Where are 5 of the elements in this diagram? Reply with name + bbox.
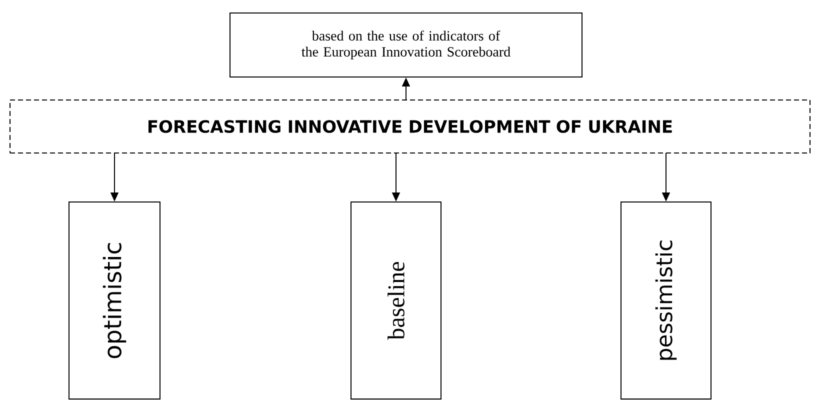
- scenario-box: pessimistic: [620, 202, 712, 400]
- scenario-box: optimistic: [68, 202, 160, 400]
- scope-box: based on the use of indicators of the European Innovation Scoreboard: [230, 12, 582, 78]
- dashed-band: FORECASTING INNOVATIVE DEVELOPMENT OF UKRAINE: [10, 100, 810, 154]
- scenario-box: baseline: [350, 202, 442, 400]
